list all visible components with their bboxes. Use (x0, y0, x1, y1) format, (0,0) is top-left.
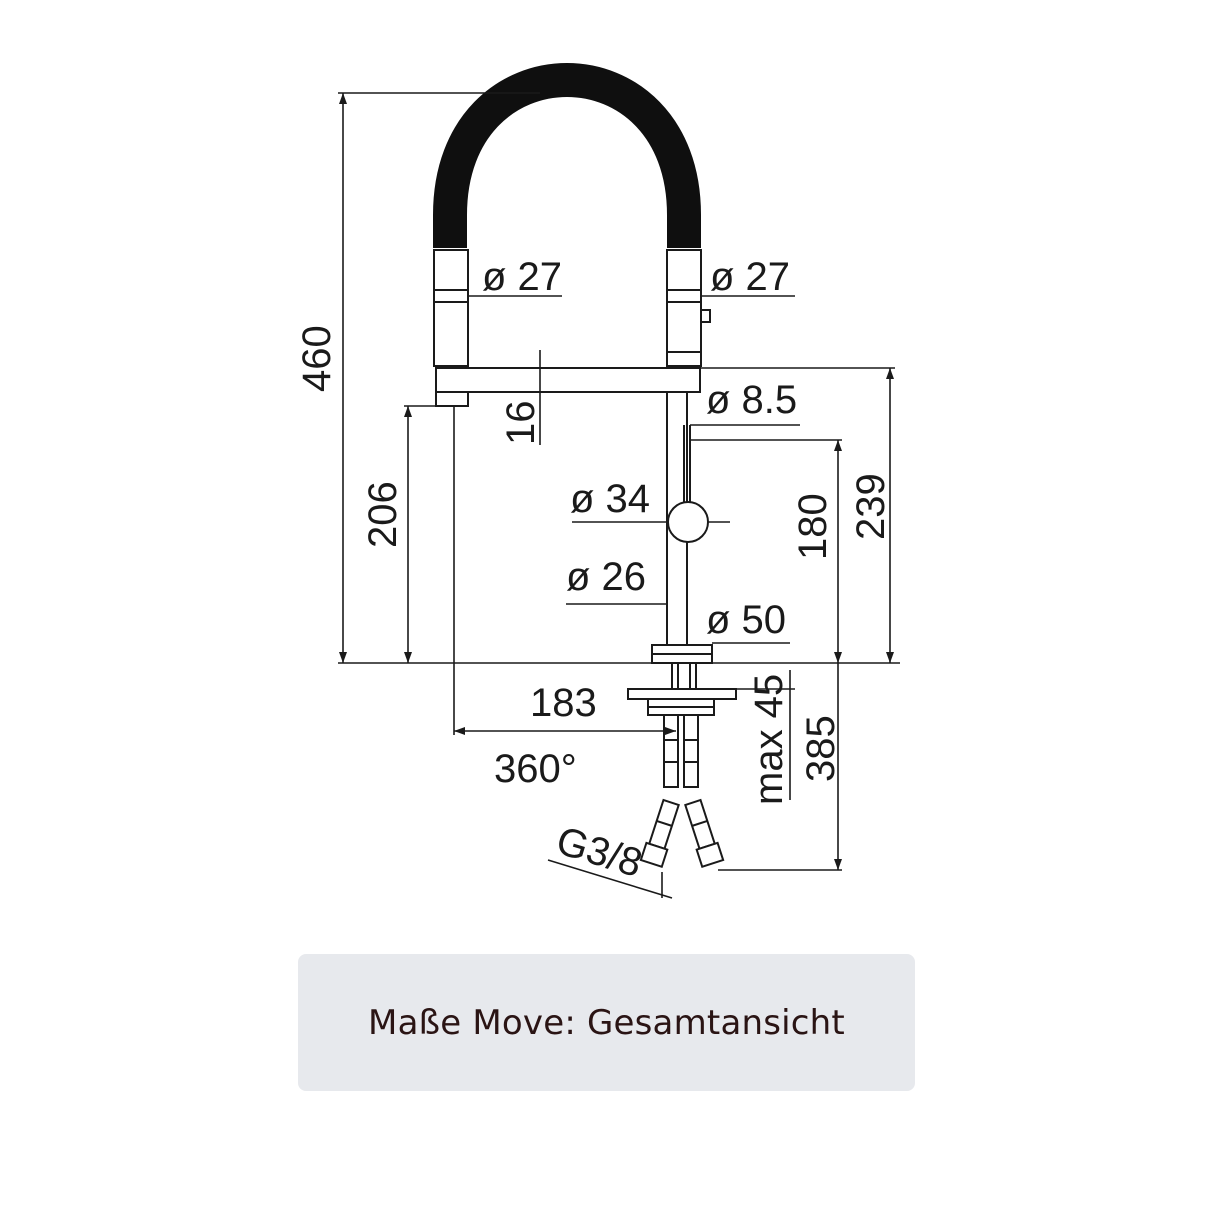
spout-diameter-label: ø 8.5 (706, 378, 797, 422)
spray-button (700, 309, 711, 323)
base-diameter-label: ø 50 (706, 598, 786, 642)
hose-length-label: 385 (799, 715, 843, 782)
body-diameter-label: ø 26 (566, 555, 646, 599)
mounting-plate (627, 688, 737, 700)
faucet-dimension-drawing: 460 ø 27 ø 27 16 ø 8.5 206 ø 34 180 239 … (295, 63, 900, 899)
dimension-arrows (339, 93, 894, 870)
knob-diameter-label: ø 34 (570, 477, 650, 521)
caption-box: Maße Move: Gesamtansicht (298, 954, 915, 1091)
supply-hoses (639, 714, 725, 869)
hose-diameter-right-label: ø 27 (710, 255, 790, 299)
left-hose-sleeve (433, 249, 469, 367)
bar-height-label: 16 (499, 401, 543, 446)
height-206-label: 206 (361, 481, 405, 548)
max-thickness-label: max 45 (747, 674, 791, 805)
hose-arc (433, 63, 701, 248)
rotation-label: 360° (494, 747, 577, 791)
lever-knob (667, 501, 709, 543)
height-180-label: 180 (791, 493, 835, 560)
dimension-lines (338, 92, 900, 899)
height-total-label: 460 (295, 325, 339, 392)
right-spray-head (666, 249, 702, 367)
height-239-label: 239 (849, 473, 893, 540)
connecting-bar (435, 367, 701, 393)
caption-text: Maße Move: Gesamtansicht (368, 1002, 845, 1043)
reach-label: 183 (530, 681, 597, 725)
hose-diameter-left-label: ø 27 (482, 255, 562, 299)
